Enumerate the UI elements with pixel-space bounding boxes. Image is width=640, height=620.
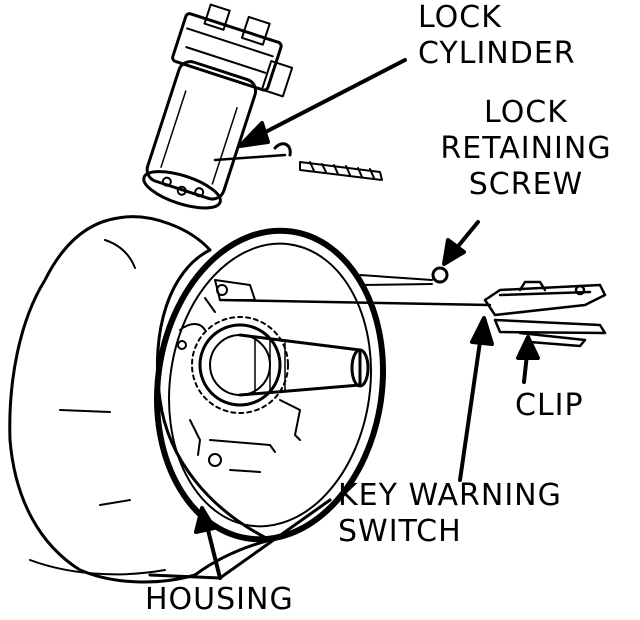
steering-shaft [191,316,370,414]
arrow-lock-retaining-screw [442,220,480,266]
label-housing: HOUSING [145,582,294,618]
housing-body [8,215,272,584]
column-ring [154,227,386,543]
column-internals [177,279,301,473]
label-line: LOCK [418,0,502,35]
label-line: CLIP [515,388,584,423]
label-line: SWITCH [338,514,462,549]
label-line: SCREW [468,167,584,202]
label-line: CYLINDER [418,36,576,71]
lock-retaining-screw-upper [273,142,383,181]
key-warning-switch [483,280,607,317]
label-line: RETAINING [440,131,612,166]
arrow-clip [516,335,540,384]
label-line: HOUSING [145,582,294,617]
label-line: LOCK [484,95,568,130]
lock-cylinder [142,3,294,210]
label-line: KEY WARNING [338,478,562,513]
clip [493,318,607,348]
arrow-key-warning-switch [458,316,494,482]
label-lock-cylinder: LOCK CYLINDER [418,0,576,72]
lock-retaining-screw-lower [359,266,449,286]
label-lock-retaining-screw: LOCK RETAINING SCREW [412,95,640,203]
arrow-housing [148,498,332,580]
label-key-warning-switch: KEY WARNING SWITCH [338,478,562,550]
label-clip: CLIP [515,388,584,424]
arrow-lock-cylinder [238,58,407,148]
leader-lines [213,153,492,307]
